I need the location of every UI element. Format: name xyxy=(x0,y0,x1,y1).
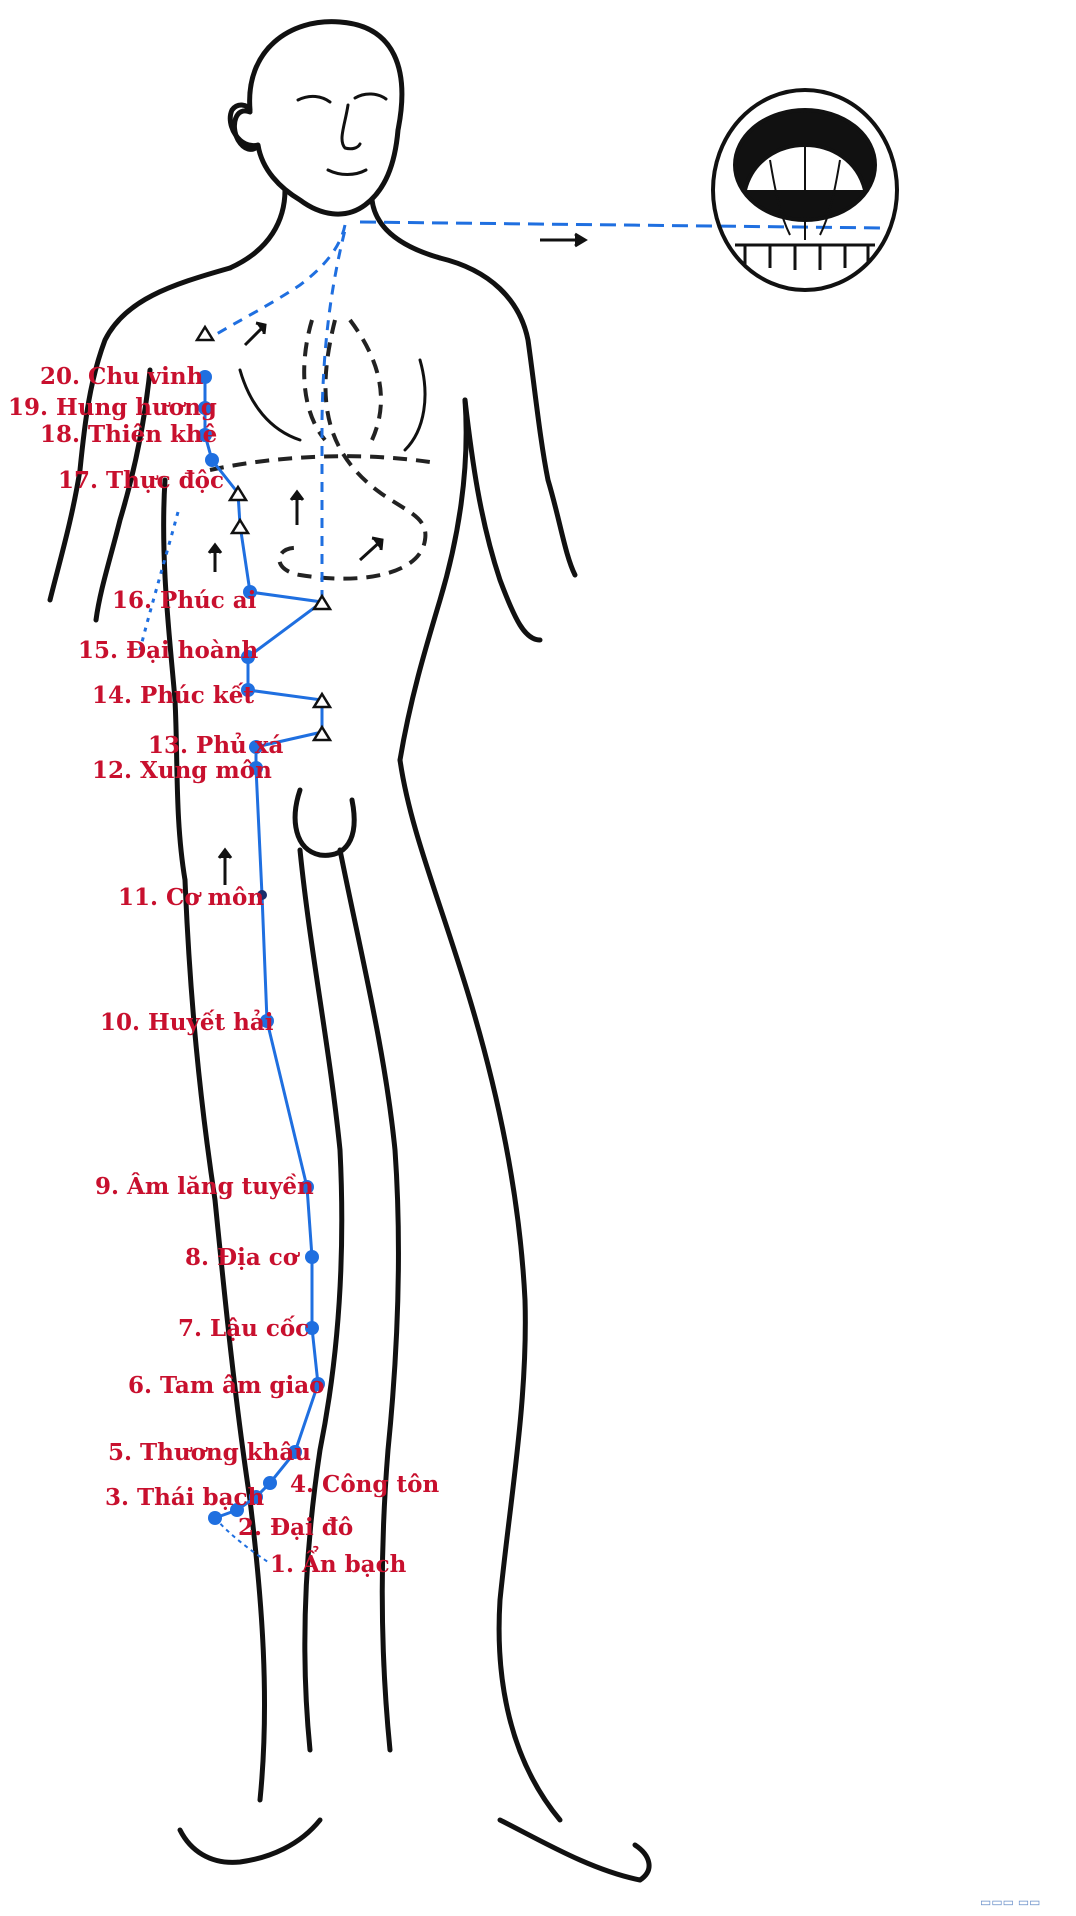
chest-right xyxy=(405,360,425,450)
acupoint-label: 15. Đại hoành xyxy=(78,638,258,664)
left-torso-side xyxy=(164,480,185,880)
acupoint-label: 6. Tam âm giao xyxy=(128,1373,325,1399)
acupoint-label: 1. Ẩn bạch xyxy=(270,1552,406,1578)
flow-arrow-icon xyxy=(219,850,231,885)
acupoint-label: 16. Phúc ai xyxy=(112,588,256,614)
organ-right xyxy=(350,320,381,440)
meridian-to-tongue-path xyxy=(360,222,885,228)
head-outline xyxy=(230,22,402,214)
hip-right xyxy=(400,760,560,1820)
groin-outline xyxy=(295,790,354,855)
junction-triangle-2 xyxy=(230,487,246,500)
right-torso-side xyxy=(400,400,466,760)
chest-left xyxy=(240,370,300,440)
acupoint-label: 9. Âm lăng tuyền xyxy=(95,1174,314,1200)
junction-triangle-1 xyxy=(197,327,213,340)
acupoint-dot xyxy=(305,1250,319,1264)
acupoint-label: 12. Xung môn xyxy=(92,758,272,784)
acupoint-dot xyxy=(263,1476,277,1490)
meridian-side-link xyxy=(140,512,178,650)
right-arm-inner xyxy=(465,400,540,640)
right-foot xyxy=(500,1820,649,1880)
flow-arrow-icon xyxy=(291,492,303,525)
meridian-neck-path xyxy=(215,225,345,335)
inner-leg-left xyxy=(300,850,342,1750)
meridian-torso-internal xyxy=(322,230,345,600)
neck-left xyxy=(230,190,285,268)
junction-triangle-3 xyxy=(232,520,248,533)
acupoint-label: 2. Đại đô xyxy=(238,1515,353,1541)
eye-left xyxy=(298,96,330,102)
diaphragm-line xyxy=(210,456,430,470)
open-mouth-tongue-icon xyxy=(713,90,897,290)
acupoint-dot xyxy=(205,453,219,467)
right-arm-outline xyxy=(440,258,575,575)
mouth xyxy=(328,170,366,175)
acupoint-label: 3. Thái bạch xyxy=(105,1485,264,1511)
acupoint-label: 10. Huyết hải xyxy=(100,1010,273,1036)
flow-arrow-icon xyxy=(540,234,585,246)
acupoint-label: 5. Thương khâu xyxy=(108,1440,311,1466)
acupoint-label: 17. Thực độc xyxy=(58,468,224,494)
watermark: ▭▭▭ ▭▭ xyxy=(980,1895,1041,1909)
inner-leg-right xyxy=(340,850,399,1750)
acupoint-label: 18. Thiên khê xyxy=(40,422,217,448)
acupoint-label: 14. Phúc kết xyxy=(92,683,254,709)
left-foot xyxy=(180,1820,320,1862)
flow-arrow-icon xyxy=(209,545,221,572)
meridian-line xyxy=(205,377,322,1518)
flow-arrow-icon xyxy=(245,323,265,345)
acupoint-label: 7. Lậu cốc xyxy=(178,1316,309,1342)
eye-right xyxy=(355,94,386,99)
acupoint-label: 20. Chu vinh xyxy=(40,364,203,390)
neck-right xyxy=(372,200,440,258)
acupoint-label: 13. Phủ xá xyxy=(148,733,283,759)
acupoint-label: 11. Cơ môn xyxy=(118,885,264,911)
acupoint-label: 4. Công tôn xyxy=(290,1472,439,1498)
acupoint-label: 8. Địa cơ xyxy=(185,1245,298,1271)
flow-arrow-icon xyxy=(360,538,382,560)
acupoint-dot xyxy=(208,1511,222,1525)
stomach-outline xyxy=(279,320,425,579)
nose xyxy=(342,105,360,149)
acupoint-label: 19. Hung hương xyxy=(8,395,217,421)
